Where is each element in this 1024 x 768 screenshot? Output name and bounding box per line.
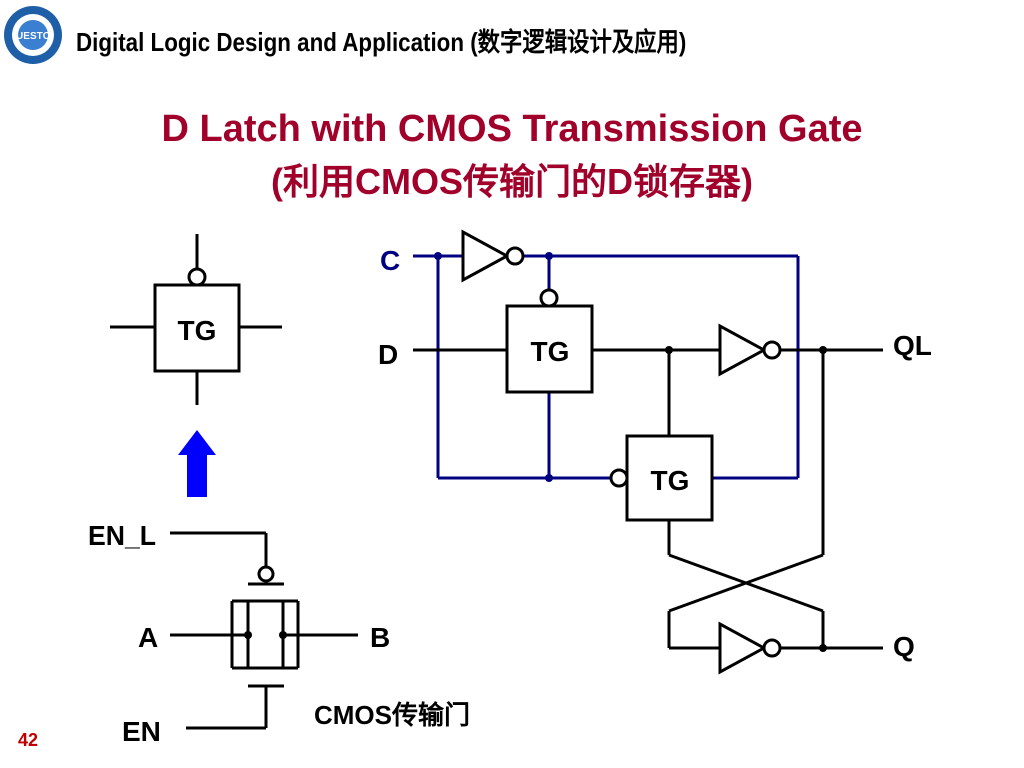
- tg2: [609, 434, 714, 522]
- page-number: 42: [18, 730, 39, 750]
- course-title: Digital Logic Design and Application (数字…: [76, 27, 687, 57]
- junction-dot: [819, 644, 827, 652]
- junction-dot: [545, 474, 553, 482]
- junction-dot: [434, 252, 442, 260]
- control-wires: [413, 254, 800, 480]
- tg1-label: TG: [531, 336, 570, 367]
- ql-output-label: QL: [893, 330, 932, 361]
- slide-subtitle: (利用CMOS传输门的D锁存器): [271, 161, 753, 202]
- tg1: [505, 288, 594, 394]
- junction-dot: [545, 252, 553, 260]
- data-wires: [413, 348, 883, 650]
- junction-dot: [279, 631, 287, 639]
- cmos-caption: CMOS传输门: [314, 700, 470, 730]
- c-input-label: C: [380, 245, 400, 276]
- slide-title: D Latch with CMOS Transmission Gate: [161, 108, 863, 150]
- b-label: B: [370, 622, 390, 653]
- inverter-lower: [718, 621, 782, 675]
- university-logo: UESTC: [4, 6, 62, 64]
- junction-dot: [244, 631, 252, 639]
- cmos-transmission-gate: [170, 531, 358, 730]
- svg-text:UESTC: UESTC: [16, 31, 50, 42]
- inverter-upper: [718, 323, 782, 377]
- d-input-label: D: [378, 339, 398, 370]
- en-l-label: EN_L: [88, 520, 156, 551]
- tg2-label: TG: [651, 465, 690, 496]
- tg-symbol: [110, 234, 282, 405]
- junction-dot: [819, 346, 827, 354]
- tg-symbol-label: TG: [178, 315, 217, 346]
- en-label: EN: [122, 716, 161, 747]
- junction-dot: [665, 346, 673, 354]
- q-output-label: Q: [893, 631, 915, 662]
- up-arrow-icon: [178, 430, 216, 497]
- inverter-c: [461, 229, 525, 283]
- a-label: A: [138, 622, 158, 653]
